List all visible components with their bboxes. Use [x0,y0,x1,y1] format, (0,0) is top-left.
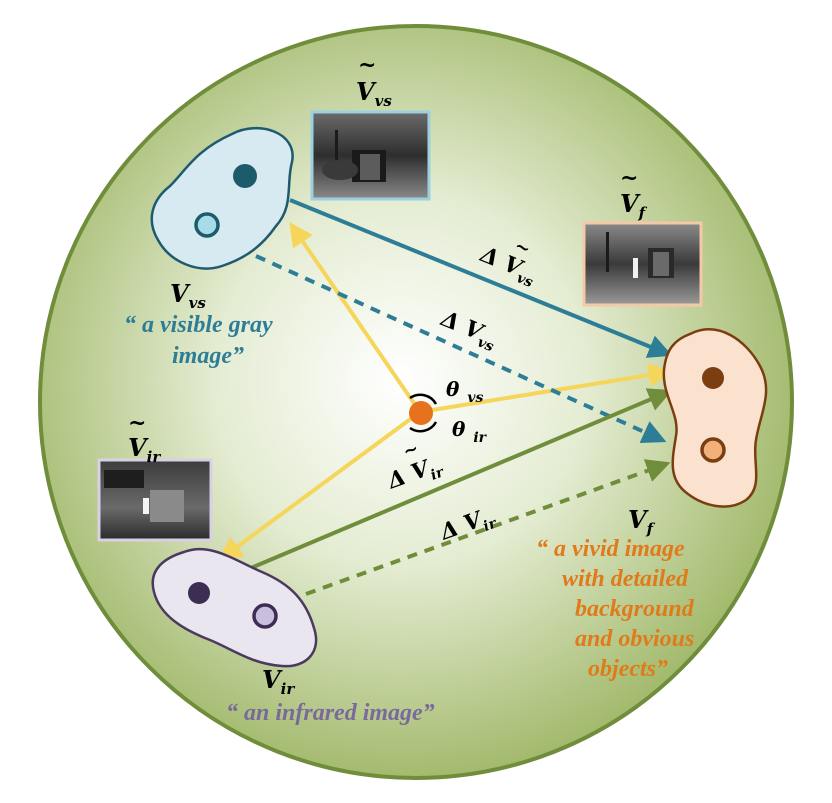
svg-text:~: ~ [358,52,376,78]
vs-dot-light [194,212,220,238]
label-vs: Vvs [170,279,206,312]
svg-text:Vf: Vf [620,189,648,222]
desc-f: “ a vivid image with detailed background… [536,536,695,682]
label-tilde-ir: ~ Vir [128,410,161,466]
svg-text:objects”: objects” [588,656,668,682]
angle-arc-vs [409,393,438,405]
arrow-delta-tilde-ir [231,388,673,578]
blob-vs [150,126,294,270]
node-vs [150,126,294,270]
projection-rays [218,222,673,561]
label-tilde-vs: ~ Vvs [356,52,392,110]
f-dot-light [700,437,726,463]
ray-to-f [419,363,673,414]
angle-arc-ir [409,421,438,433]
f-dot-dark [702,367,724,389]
photo-tilde-ir [97,458,213,542]
svg-text:~: ~ [128,410,146,436]
label-f: Vf [628,505,656,538]
svg-text:background: background [575,596,695,622]
ir-dot-dark [188,582,210,604]
arrow-delta-ir [305,459,671,596]
desc-ir: “ an infrared image” [226,700,435,726]
desc-vs-line2: image” [172,343,244,369]
node-f [662,328,768,508]
label-tilde-f: ~ Vf [620,165,648,222]
svg-text:~: ~ [620,165,638,191]
node-ir [151,547,318,668]
ir-dot-light [252,603,278,629]
desc-vs-line1: “ a visible gray [124,312,273,338]
center-node [409,393,438,433]
blob-ir [151,547,318,668]
photo-tilde-f [582,221,703,307]
blob-f [662,328,768,508]
vs-dot-dark [233,164,257,188]
svg-text:Vir: Vir [128,433,161,466]
svg-text:with detailed: with detailed [562,566,689,592]
arrow-delta-tilde-vs [289,198,673,358]
photo-tilde-vs [310,110,431,201]
label-ir: Vir [262,665,295,698]
svg-text:and obvious: and obvious [575,626,694,652]
svg-text:Vvs: Vvs [356,77,392,110]
ray-to-vs [289,222,422,414]
arrow-delta-vs [255,254,667,444]
svg-text:~: ~ [512,235,534,260]
svg-text:~: ~ [400,438,421,463]
center-dot [409,401,433,425]
svg-text:“ a vivid image: “ a vivid image [536,536,685,562]
ray-to-ir [218,410,422,561]
